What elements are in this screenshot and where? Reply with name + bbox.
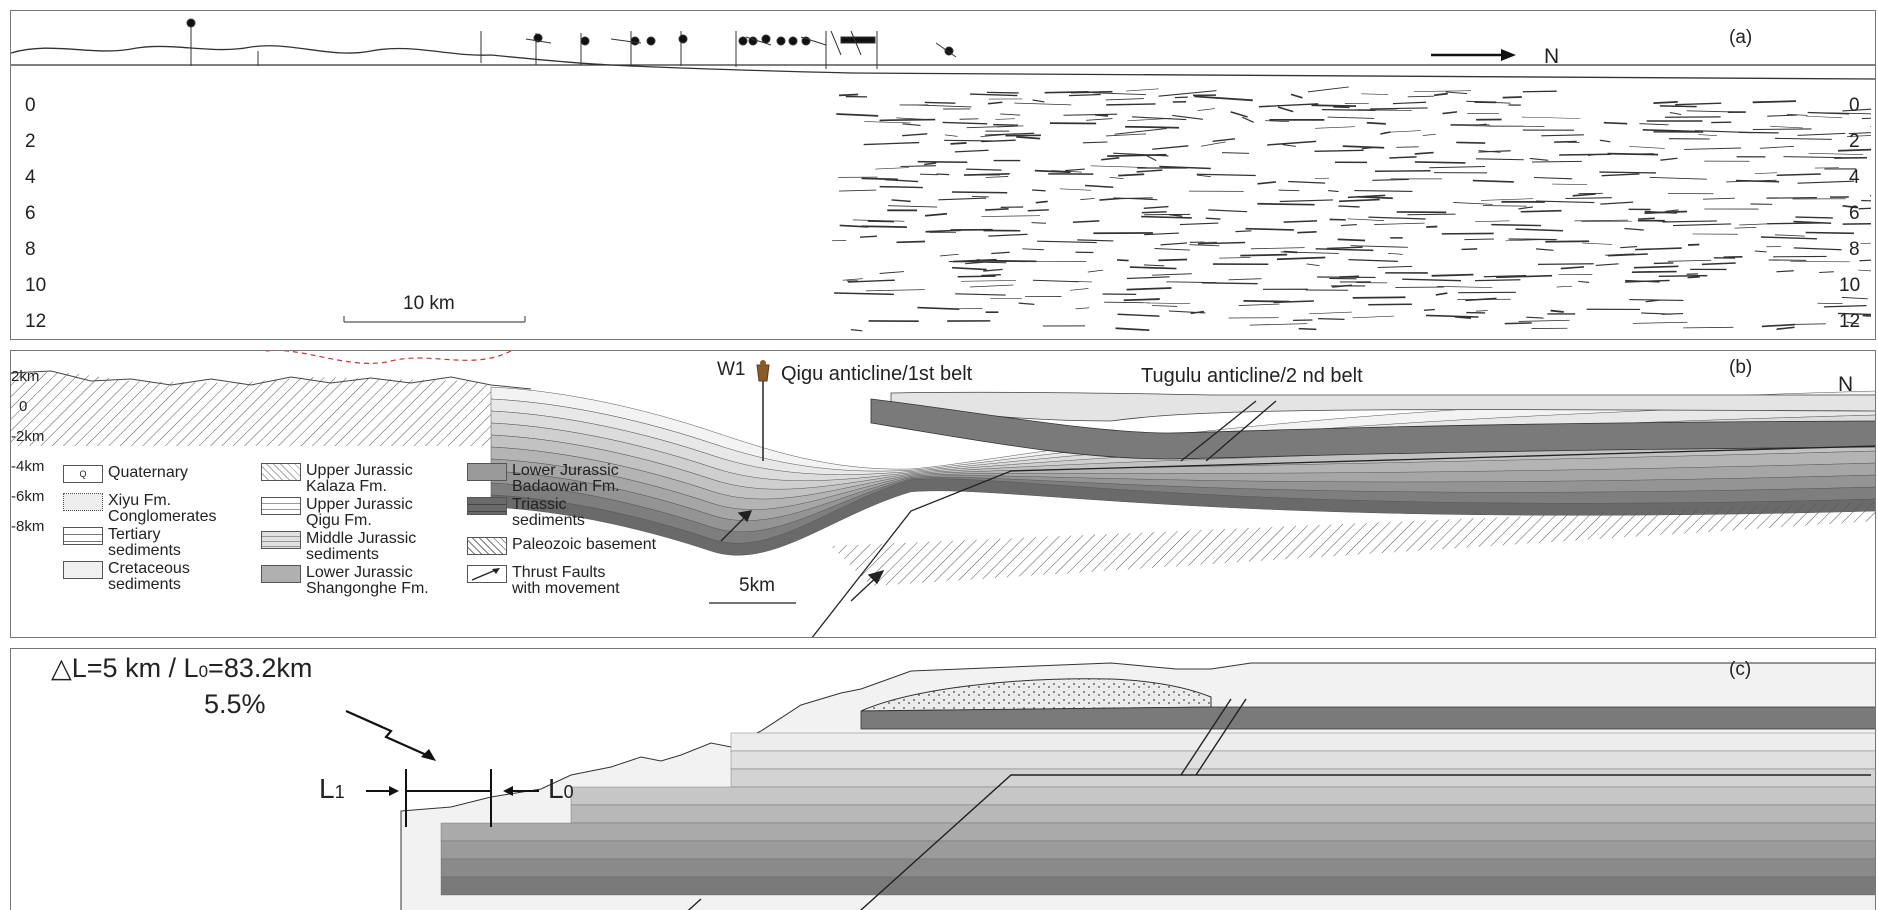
well-markers bbox=[186, 18, 957, 69]
thrust-arrow-icon bbox=[471, 568, 500, 581]
depth-tick: 6 bbox=[1849, 203, 1860, 224]
north-label-b: N bbox=[1838, 373, 1854, 396]
restored-section-svg bbox=[345, 662, 1875, 910]
north-arrow-a bbox=[1431, 49, 1516, 61]
depth-tick: 10 bbox=[1839, 275, 1861, 296]
depth-tick: 8 bbox=[25, 239, 36, 260]
seismic-profile-svg bbox=[11, 18, 1875, 332]
stratigraphic-layers bbox=[490, 386, 1875, 556]
shortening-formula: △L=5 km / L0=83.2km bbox=[51, 653, 313, 683]
cross-section-svg bbox=[11, 351, 1875, 637]
restored-faults bbox=[687, 698, 1871, 910]
panel-a-tag: (a) bbox=[1729, 27, 1753, 48]
legend-item-paleozoic: Paleozoic basement bbox=[467, 537, 656, 555]
north-label-a: N bbox=[1544, 45, 1560, 68]
panel-c-restored-section: (c) △L=5 km / L0=83.2km 5.5% L1 L0 bbox=[10, 648, 1876, 910]
thrust-faults bbox=[720, 400, 1875, 637]
depth-tick: 6 bbox=[25, 203, 36, 224]
panel-b-cross-section: (b) N W1 Qigu anticline/1st belt Tugulu … bbox=[10, 350, 1876, 638]
belt2-label: Tugulu anticline/2 nd belt bbox=[1141, 365, 1363, 387]
depth-tick: 10 bbox=[25, 275, 47, 296]
depth-tick: -8km bbox=[11, 518, 45, 535]
legend-item-quaternary: Q Quaternary bbox=[63, 465, 188, 483]
shortening-measurement bbox=[366, 769, 539, 827]
belt1-label: Qigu anticline/1st belt bbox=[781, 363, 973, 385]
l1-label: L1 bbox=[319, 773, 345, 804]
depth-tick: 0 bbox=[1849, 95, 1860, 116]
depth-tick: -6km bbox=[11, 488, 45, 505]
depth-tick: 2 bbox=[1849, 131, 1860, 152]
depth-tick: 4 bbox=[25, 167, 36, 188]
depth-tick: 12 bbox=[1839, 311, 1861, 332]
panel-a-seismic-profile: (a) N 10 km 0 2 4 6 8 10 12 0 2 4 6 8 10… bbox=[10, 10, 1876, 340]
depth-tick: 12 bbox=[25, 311, 47, 332]
scale-bar-b-label: 5km bbox=[739, 575, 775, 596]
scale-bar-a bbox=[343, 316, 526, 323]
depth-tick: 0 bbox=[19, 398, 28, 415]
restored-layers bbox=[440, 732, 1875, 896]
well-w1-icon bbox=[756, 360, 770, 461]
depth-tick: 8 bbox=[1849, 239, 1860, 260]
depth-tick: 4 bbox=[1849, 167, 1860, 188]
depth-tick: 2 bbox=[25, 131, 36, 152]
topography-line bbox=[11, 45, 1875, 80]
panel-c-tag: (c) bbox=[1729, 659, 1752, 680]
depth-tick: 2km bbox=[11, 368, 40, 385]
depth-tick: -2km bbox=[11, 428, 45, 445]
legend-item-xiyu: Xiyu Fm.Conglomerates bbox=[63, 493, 217, 525]
well-w1-label: W1 bbox=[717, 359, 746, 380]
seismic-reflectors bbox=[831, 86, 1872, 332]
l0-label: L0 bbox=[548, 773, 574, 804]
shortening-percent: 5.5% bbox=[204, 689, 266, 719]
shortening-arrow-icon bbox=[345, 709, 436, 761]
depth-tick: -4km bbox=[11, 458, 45, 475]
depth-tick: 0 bbox=[25, 95, 36, 116]
panel-b-tag: (b) bbox=[1729, 357, 1753, 378]
scale-bar-a-label: 10 km bbox=[403, 293, 455, 314]
